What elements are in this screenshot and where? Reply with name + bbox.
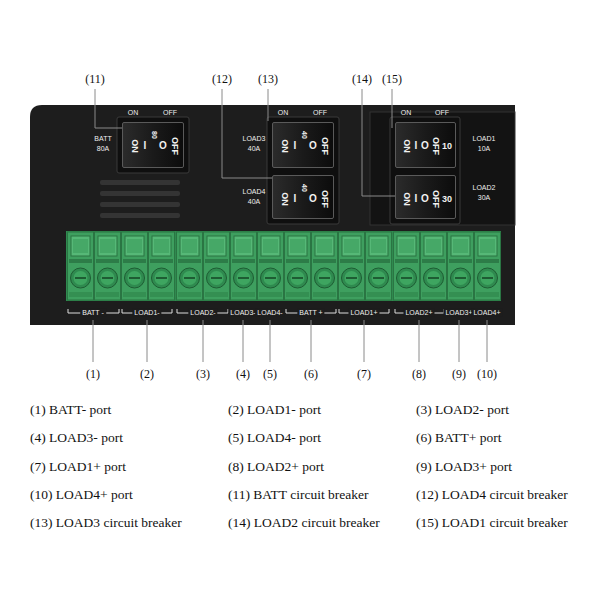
key-entry: (6) BATT+ port [416,430,502,446]
switch-text: I [294,194,297,204]
vent-slots [100,180,180,218]
key-entry: (14) LOAD2 circuit breaker [228,515,380,531]
breaker-label: LOAD3 [243,135,266,143]
callout-number: (4) [236,368,250,382]
key-entry: (13) LOAD3 circuit breaker [30,515,182,531]
key-entry: (10) LOAD4+ port [30,487,133,503]
switch-text: 30 [442,195,452,204]
terminal-label: BATT - [80,309,106,317]
switch-text: O [421,194,429,204]
callout-number: (12) [212,73,232,87]
breaker-label: 40A [248,145,260,153]
switch-label: OFF [435,109,449,117]
callout-number: (3) [196,368,210,382]
switch-label: OFF [313,109,327,117]
terminal-label: LOAD3+ [443,309,474,317]
switch-text: ON [280,192,289,206]
breaker-label: LOAD2 [473,184,496,192]
terminal-label: LOAD3- [228,309,257,317]
callout-number: (10) [477,368,497,382]
callout-number: (8) [412,368,426,382]
terminal-block [66,231,501,301]
breaker-switch: ON IOOFF10 [395,122,456,168]
key-entry: (1) BATT- port [30,402,111,418]
terminal-label: LOAD4- [255,309,284,317]
callout-number: (7) [357,368,371,382]
callout-number: (15) [382,73,402,87]
panel [30,105,515,325]
callout-number: (5) [263,368,277,382]
terminal-label: LOAD1+ [348,309,379,317]
switch-text: O [309,141,317,151]
breaker-label: BATT [94,135,111,143]
breaker-switch: ON I 40OOFF [272,175,334,219]
key-entry: (3) LOAD2- port [416,402,509,418]
switch-text: OFF [431,137,440,155]
switch-text: O [159,141,167,151]
breaker-switch: ON IOOFF30 [395,175,456,219]
terminal-label: LOAD4+ [471,309,502,317]
switch-label: ON [278,109,289,117]
key-entry: (11) BATT circuit breaker [228,487,369,503]
switch-text: OFF [320,137,329,155]
callout-number: (1) [86,368,100,382]
breaker-label: LOAD4 [243,188,266,196]
switch-text: OFF [431,190,440,208]
key-entry: (7) LOAD1+ port [30,459,126,475]
terminal-label: LOAD2- [188,309,217,317]
key-entry: (2) LOAD1- port [228,402,321,418]
switch-text: 40 [301,184,308,192]
switch-text: OFF [170,137,179,155]
switch-text: 40 [301,131,308,139]
terminal-label: BATT + [297,309,324,317]
key-entry: (12) LOAD4 circuit breaker [416,487,568,503]
breaker-label: 30A [478,194,490,202]
key-entry: (8) LOAD2+ port [228,459,324,475]
key-entry: (9) LOAD3+ port [416,459,512,475]
callout-number: (11) [85,73,105,87]
switch-text: ON [402,139,411,153]
switch-text: OFF [320,190,329,208]
switch-label: OFF [163,109,177,117]
switch-text: I [415,141,418,151]
callout-number: (14) [352,73,372,87]
terminal-label: LOAD1- [132,309,161,317]
key-entry: (15) LOAD1 circuit breaker [416,515,568,531]
switch-label: ON [128,109,139,117]
breaker-housing [117,117,460,224]
breaker-switch: ON I 40OOFF [272,122,334,168]
switch-text: ON [130,139,139,153]
switch-text: 80 [151,131,158,139]
breaker-label: 10A [478,145,490,153]
switch-text: ON [402,192,411,206]
leader-lines [93,89,487,362]
key-entry: (5) LOAD4- port [228,430,321,446]
switch-label: ON [401,109,412,117]
breaker-label: 80A [97,145,109,153]
switch-text: I [144,141,147,151]
callout-number: (9) [452,368,466,382]
switch-text: I [294,141,297,151]
terminal-label: LOAD2+ [403,309,434,317]
breaker-label: 40A [248,198,260,206]
switch-text: O [309,194,317,204]
switch-text: 10 [442,142,452,151]
key-entry: (4) LOAD3- port [30,430,123,446]
switch-text: O [421,141,429,151]
breaker-label: LOAD1 [473,135,496,143]
breaker-box [370,112,515,225]
terminals [68,232,501,300]
breaker-switch: ON I 80OOFF [122,122,184,168]
callout-number: (13) [258,73,278,87]
callout-number: (2) [140,368,154,382]
switch-text: ON [280,139,289,153]
callout-number: (6) [304,368,318,382]
switch-text: I [415,194,418,204]
